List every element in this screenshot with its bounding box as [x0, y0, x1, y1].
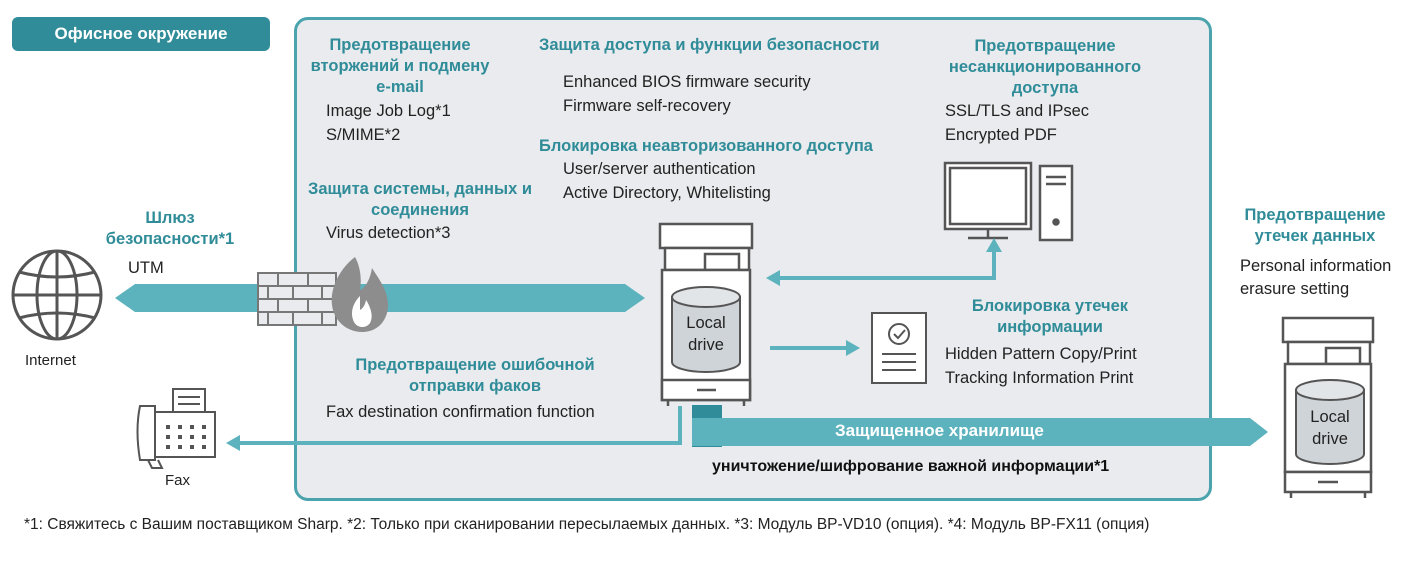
secure-storage-caption: уничтожение/шифрование важной информации…	[712, 458, 1110, 475]
mfp-document-arrow	[770, 340, 860, 356]
access-security-title: Защита доступа и функции безопасности	[539, 36, 880, 54]
mfp-computer-arrow	[766, 238, 1002, 286]
mfp-main-drive-icon	[671, 286, 741, 373]
fax-icon	[136, 388, 216, 469]
intrusion-item-2: S/MIME*2	[326, 126, 401, 144]
office-environment-label: Офисное окружение	[12, 17, 270, 51]
gateway-title: Шлюз безопасности*1	[105, 209, 235, 248]
leak-block-item-1: Hidden Pattern Copy/Print	[945, 345, 1137, 363]
fax-misdelivery-item: Fax destination confirmation function	[326, 403, 595, 421]
secure-storage-arrow	[692, 405, 1268, 447]
mfp-main-drive-label: Local drive	[686, 314, 726, 354]
unauthorized-block-title: Блокировка неавторизованного доступа	[539, 137, 873, 155]
firewall-icon	[257, 257, 388, 332]
system-protection-title: Защита системы, данных и соединения	[308, 180, 532, 219]
access-security-item-2: Firmware self-recovery	[563, 97, 731, 115]
system-protection-item: Virus detection*3	[326, 224, 451, 242]
intrusion-title: Предотвращение вторжений и подмену e-mai…	[310, 36, 490, 96]
unauthorized-prevent-item-1: SSL/TLS and IPsec	[945, 102, 1089, 120]
mfp-remote-drive-icon	[1295, 379, 1365, 465]
computer-icon	[943, 161, 1074, 242]
internet-label: Internet	[25, 352, 76, 369]
unauthorized-block-item-2: Active Directory, Whitelisting	[563, 184, 771, 202]
globe-icon	[11, 249, 103, 341]
gateway-utm: UTM	[128, 259, 164, 277]
unauthorized-prevent-item-2: Encrypted PDF	[945, 126, 1057, 144]
leak-block-item-2: Tracking Information Print	[945, 369, 1134, 387]
footnotes: *1: Свяжитесь с Вашим поставщиком Sharp.…	[24, 516, 1150, 533]
unauthorized-block-item-1: User/server authentication	[563, 160, 756, 178]
leak-prevent-title: Предотвращение утечек данных	[1244, 206, 1386, 245]
fax-label: Fax	[165, 472, 191, 489]
unauthorized-prevent-title: Предотвращение несанкционированного дост…	[948, 37, 1142, 97]
secure-storage-label: Защищенное хранилище	[835, 421, 1044, 440]
mfp-fax-arrow	[226, 406, 682, 451]
document-check-icon	[871, 312, 927, 384]
access-security-item-1: Enhanced BIOS firmware security	[563, 73, 811, 91]
mfp-remote-drive-label: Local drive	[1310, 408, 1350, 448]
leak-block-title: Блокировка утечек информации	[971, 297, 1129, 336]
intrusion-item-1: Image Job Log*1	[326, 102, 451, 120]
leak-prevent-item-2: erasure setting	[1240, 280, 1350, 298]
fax-misdelivery-title: Предотвращение ошибочной отправки факов	[355, 356, 595, 395]
leak-prevent-item-1: Personal information	[1240, 257, 1392, 275]
